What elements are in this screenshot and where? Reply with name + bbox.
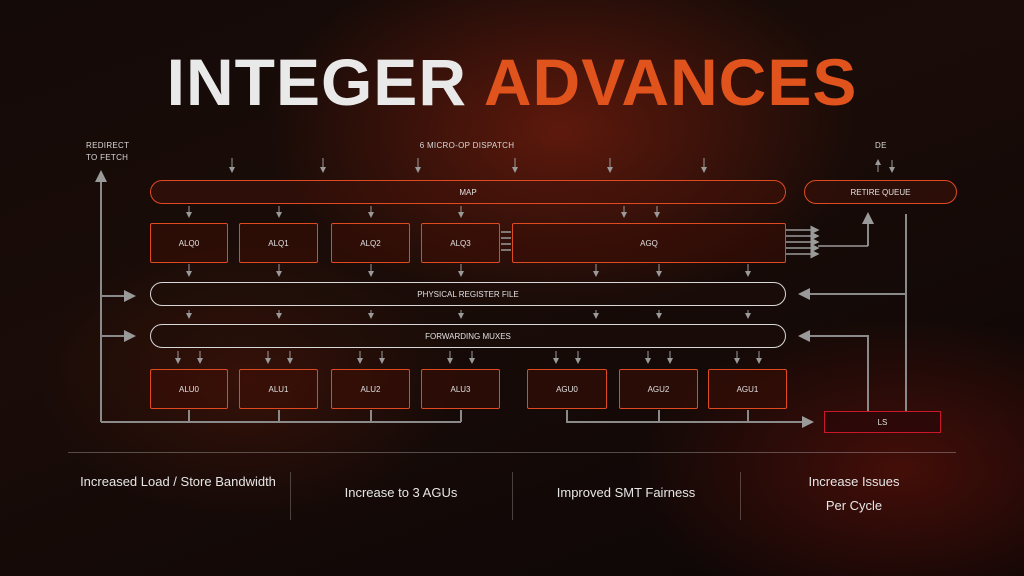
agu2: AGU2: [619, 369, 698, 409]
feature-load-store: Increased Load / Store Bandwidth: [80, 474, 276, 489]
scheduler-alq0: ALQ0: [150, 223, 228, 263]
alu1: ALU1: [239, 369, 318, 409]
agu0: AGU0: [527, 369, 607, 409]
title-part-1: INTEGER: [166, 45, 467, 119]
load-store-unit: LS: [824, 411, 941, 433]
scheduler-alq1: ALQ1: [239, 223, 318, 263]
alu3: ALU3: [421, 369, 500, 409]
feature-smt-fairness: Improved SMT Fairness: [556, 485, 696, 500]
feature-divider: [290, 472, 291, 520]
title-part-2: ADVANCES: [483, 45, 858, 119]
redirect-label-line2: TO FETCH: [86, 153, 129, 162]
feature-divider: [512, 472, 513, 520]
alu0: ALU0: [150, 369, 228, 409]
feature-issues-line1: Increase Issues: [808, 474, 900, 489]
de-label: DE: [875, 141, 887, 150]
feature-issues-line2: Per Cycle: [825, 498, 883, 513]
agu1: AGU1: [708, 369, 787, 409]
dispatch-label: 6 MICRO-OP DISPATCH: [419, 141, 515, 150]
divider: [68, 452, 956, 453]
scheduler-alq2: ALQ2: [331, 223, 410, 263]
retire-queue: RETIRE QUEUE: [804, 180, 957, 204]
redirect-label-line1: REDIRECT: [86, 141, 130, 150]
scheduler-agq: AGQ: [512, 223, 786, 263]
scheduler-alq3: ALQ3: [421, 223, 500, 263]
feature-divider: [740, 472, 741, 520]
physical-register-file: PHYSICAL REGISTER FILE: [150, 282, 786, 306]
map-stage: MAP: [150, 180, 786, 204]
page-title: INTEGER ADVANCES: [0, 44, 1024, 120]
forwarding-muxes: FORWARDING MUXES: [150, 324, 786, 348]
feature-agus: Increase to 3 AGUs: [344, 485, 458, 500]
alu2: ALU2: [331, 369, 410, 409]
